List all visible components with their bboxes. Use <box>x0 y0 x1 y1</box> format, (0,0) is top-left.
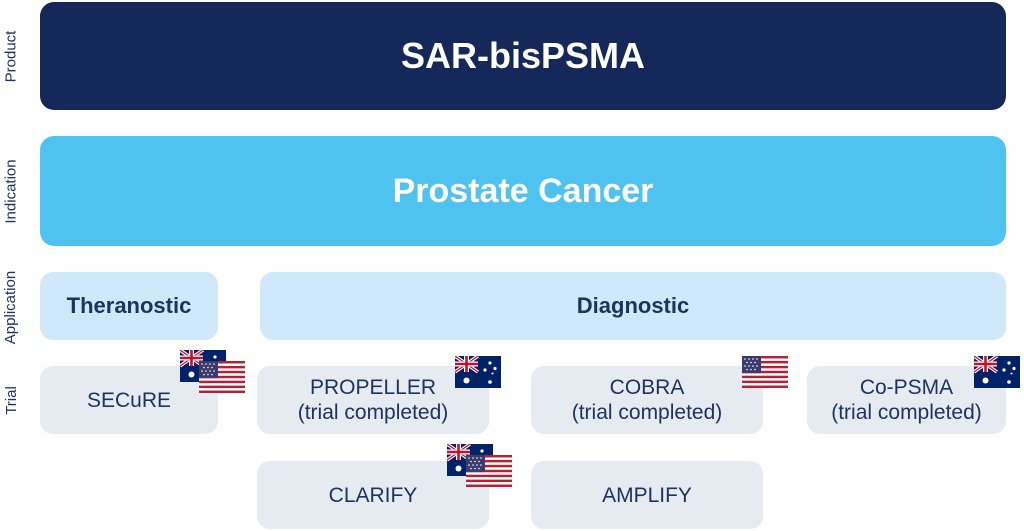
side-label-product-text: Product <box>2 30 20 82</box>
trial-name: SECuRE <box>86 388 172 412</box>
application-box-diagnostic: Diagnostic <box>260 272 1006 340</box>
side-label-application: Application <box>0 262 22 352</box>
product-box: SAR-bisPSMA <box>40 2 1006 110</box>
application-box-theranostic: Theranostic <box>40 272 218 340</box>
trial-box-propeller: PROPELLER (trial completed) <box>257 366 489 434</box>
trial-status: (trial completed) <box>297 401 449 424</box>
usa-flag-icon <box>742 356 788 388</box>
application-label: Theranostic <box>66 293 192 318</box>
side-label-trial: Trial <box>0 366 22 434</box>
side-label-indication-text: Indication <box>2 158 20 224</box>
trial-box-co-psma: Co-PSMA (trial completed) <box>807 366 1006 434</box>
side-label-trial-text: Trial <box>2 385 20 415</box>
trial-name: CLARIFY <box>328 483 418 507</box>
australia-flag-icon <box>974 356 1020 388</box>
trial-name: Co-PSMA <box>859 376 954 399</box>
usa-flag-icon <box>466 455 512 487</box>
side-label-product: Product <box>0 2 22 110</box>
trial-name: COBRA <box>609 376 685 399</box>
trial-status: (trial completed) <box>571 401 723 424</box>
side-label-application-text: Application <box>2 270 20 344</box>
trial-box-amplify: AMPLIFY <box>531 461 763 529</box>
trial-box-cobra: COBRA (trial completed) <box>531 366 763 434</box>
trial-status: (trial completed) <box>831 401 982 424</box>
application-label: Diagnostic <box>576 293 690 318</box>
trial-name: PROPELLER <box>309 376 437 399</box>
product-name: SAR-bisPSMA <box>400 35 646 76</box>
usa-flag-icon <box>199 361 245 393</box>
australia-flag-icon <box>455 356 501 388</box>
trial-name: AMPLIFY <box>602 483 692 507</box>
indication-box: Prostate Cancer <box>40 136 1006 246</box>
indication-name: Prostate Cancer <box>392 171 654 210</box>
side-label-indication: Indication <box>0 136 22 246</box>
